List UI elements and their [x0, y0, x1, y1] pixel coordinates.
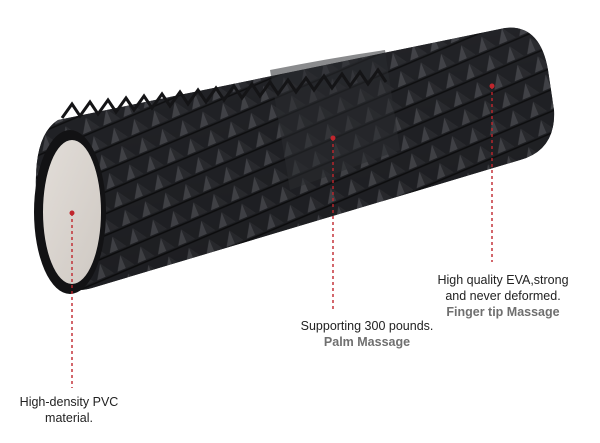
leader-palm: [330, 135, 336, 312]
finger-line2: and never deformed.: [445, 289, 561, 303]
finger-massage-label: High quality EVA,strong and never deform…: [420, 272, 586, 320]
pvc-line1: High-density PVC: [19, 395, 119, 409]
leader-finger: [489, 83, 495, 262]
palm-massage-label: Supporting 300 pounds. Palm Massage: [272, 318, 462, 350]
finger-highlight: Finger tip Massage: [446, 305, 560, 319]
finger-line1: High quality EVA,strong: [437, 273, 569, 287]
roller-body: [35, 27, 555, 291]
pvc-material-label: High-density PVC material.: [14, 394, 124, 426]
pvc-line2: material.: [45, 411, 93, 425]
palm-line1: Supporting 300 pounds.: [300, 319, 434, 333]
palm-highlight: Palm Massage: [323, 335, 411, 349]
leader-pvc: [69, 210, 75, 388]
